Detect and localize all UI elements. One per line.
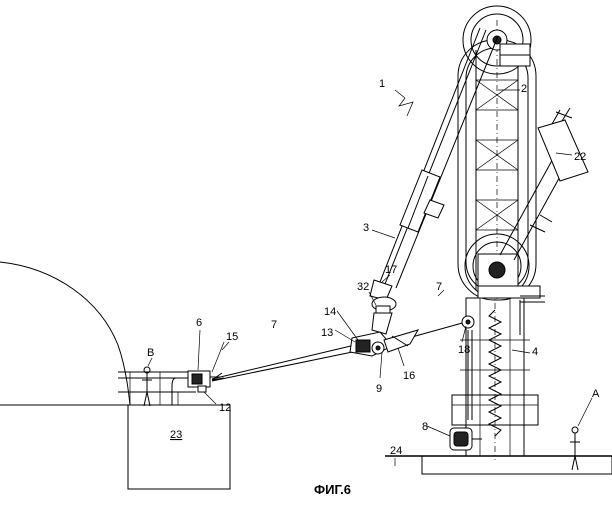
ref-label-b: B <box>147 347 154 359</box>
person-b-figure <box>142 367 152 406</box>
ref-label-23: 23 <box>170 429 182 441</box>
ref-label-a: A <box>592 388 600 400</box>
ground-platform <box>385 456 612 474</box>
ref-label-12: 12 <box>219 402 231 414</box>
ship-dome <box>0 262 130 405</box>
ref-label-1: 1 <box>379 78 385 90</box>
ship-deck-block <box>0 405 230 489</box>
ref-label-7-right: 7 <box>436 281 442 293</box>
pump-unit <box>450 428 482 450</box>
ref-label-8: 8 <box>422 421 428 433</box>
person-a-figure <box>570 427 580 470</box>
ref-label-17: 17 <box>385 264 397 276</box>
ref-label-15: 15 <box>226 331 238 343</box>
ref-label-4: 4 <box>532 346 538 358</box>
leader-lines <box>148 90 592 466</box>
ref-label-16: 16 <box>403 370 415 382</box>
pulley-wheel <box>462 316 474 328</box>
ref-label-2: 2 <box>521 83 527 95</box>
ref-label-32: 32 <box>357 281 369 293</box>
ref-label-14: 14 <box>324 306 336 318</box>
cable-7 <box>212 322 466 381</box>
boom-swivel-joint <box>370 280 396 334</box>
ref-label-6: 6 <box>196 317 202 329</box>
ref-label-3: 3 <box>363 222 369 234</box>
figure-caption: ФИГ.6 <box>314 482 351 497</box>
ref-label-13: 13 <box>321 327 333 339</box>
ref-label-22: 22 <box>574 151 586 163</box>
ref-label-24: 24 <box>390 445 402 457</box>
ref-label-18: 18 <box>458 344 470 356</box>
ship-coupler <box>188 371 220 392</box>
ref-label-9: 9 <box>376 383 382 395</box>
deck-railing <box>118 372 196 405</box>
ref-label-7-left: 7 <box>271 319 277 331</box>
bottom-sheave <box>465 234 545 335</box>
counterweight-box <box>538 108 588 181</box>
